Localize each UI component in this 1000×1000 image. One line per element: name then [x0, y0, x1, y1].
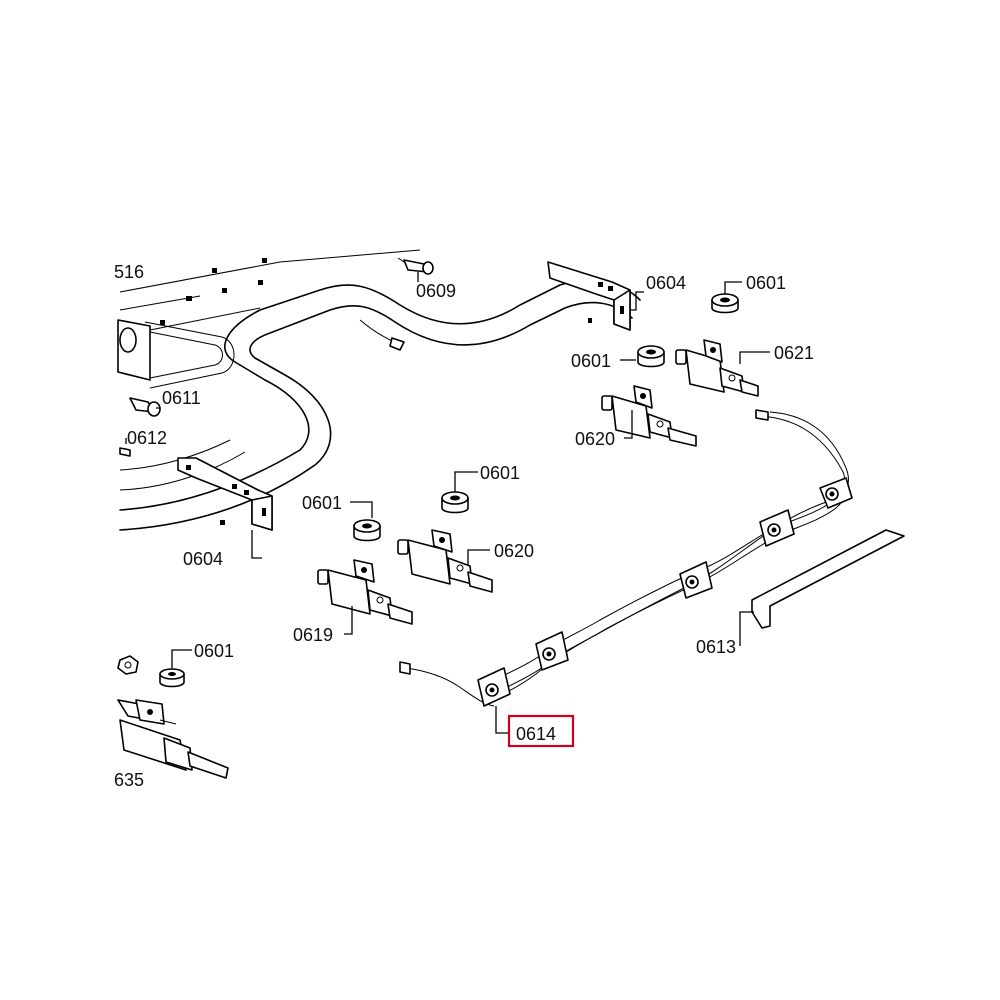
- fitting-0611: [129, 397, 161, 417]
- grommet-0601-center: [441, 491, 469, 514]
- label-0604-left: 0604: [183, 549, 223, 569]
- leader-lines: [125, 272, 770, 734]
- gas-valve-0635: [117, 699, 229, 779]
- bracket-0604-top: [547, 261, 631, 331]
- ignition-switch-4: [535, 631, 569, 671]
- label-0619: 0619: [293, 625, 333, 645]
- gas-valve-0620-center: [397, 529, 493, 593]
- label-0601-mid-right: 0601: [571, 351, 611, 371]
- label-0601-center: 0601: [480, 463, 520, 483]
- ignition-switch-1: [819, 477, 853, 509]
- label-0620-right: 0620: [575, 429, 615, 449]
- ignition-switch-5: [477, 667, 511, 707]
- fitting-0609: [397, 257, 434, 275]
- label-0601-left: 0601: [302, 493, 342, 513]
- hex-nut: [117, 655, 139, 675]
- label-0613: 0613: [696, 637, 736, 657]
- label-0604-top: 0604: [646, 273, 686, 293]
- label-0601-top-right: 0601: [746, 273, 786, 293]
- highlight-box-0614: [507, 714, 575, 748]
- label-0609: 0609: [416, 281, 456, 301]
- grommet-0601-top-right: [711, 293, 739, 314]
- ignition-switch-2: [759, 509, 795, 547]
- ignition-switch-harness-0614: [399, 409, 853, 707]
- label-0616-partial: 516: [114, 262, 144, 282]
- label-0601-bottom-left: 0601: [194, 641, 234, 661]
- gas-valve-0619: [317, 559, 413, 625]
- gas-manifold-frame: [117, 249, 641, 531]
- label-0614: 0614: [516, 724, 556, 744]
- grommet-0601-mid-right: [637, 345, 665, 368]
- label-0635-partial: 635: [114, 770, 144, 790]
- label-0620-center: 0620: [494, 541, 534, 561]
- gas-valve-0620-right: [601, 385, 697, 447]
- gas-valve-0621: [675, 339, 759, 397]
- fitting-0612: [119, 447, 131, 457]
- bracket-0604-left: [177, 457, 273, 531]
- part-labels: 516 0609 0604 0601 0601 0621 0611 0612 0…: [114, 262, 814, 790]
- grommet-0601-bottom-left: [159, 668, 185, 688]
- label-0621: 0621: [774, 343, 814, 363]
- ignition-switch-3: [679, 561, 713, 599]
- label-0612: 0612: [127, 428, 167, 448]
- grommet-0601-left: [353, 519, 381, 542]
- heat-strip-0613: [751, 529, 905, 629]
- label-0611: 0611: [162, 388, 201, 408]
